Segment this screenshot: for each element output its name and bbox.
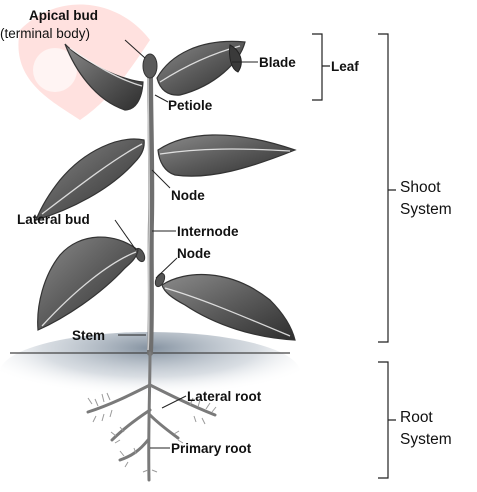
- label-stem: Stem: [72, 328, 105, 343]
- root-bracket: [378, 362, 396, 478]
- label-petiole: Petiole: [168, 98, 213, 113]
- label-primary-root: Primary root: [171, 441, 252, 456]
- label-lateral-root: Lateral root: [187, 389, 262, 404]
- label-node-lower: Node: [177, 246, 211, 261]
- label-blade: Blade: [259, 55, 296, 70]
- label-shoot-line1: Shoot: [400, 179, 441, 196]
- leaf-bracket: [312, 34, 330, 100]
- leaf-top-right: [157, 41, 245, 95]
- label-apical-bud: Apical bud: [29, 8, 98, 23]
- leaf-middle-right: [158, 135, 295, 176]
- label-shoot-line2: System: [400, 201, 452, 218]
- label-node-upper: Node: [171, 188, 205, 203]
- leaf-lower-right: [162, 275, 295, 340]
- leaf-lower-left: [38, 237, 138, 330]
- label-root-line2: System: [400, 431, 452, 448]
- label-root-line1: Root: [400, 409, 433, 426]
- label-leaf: Leaf: [331, 59, 359, 74]
- label-lateral-bud: Lateral bud: [17, 212, 90, 227]
- label-terminal-body: (terminal body): [0, 26, 90, 41]
- leaf-middle-left: [36, 139, 144, 220]
- shoot-bracket: [378, 34, 396, 342]
- label-internode: Internode: [177, 224, 239, 239]
